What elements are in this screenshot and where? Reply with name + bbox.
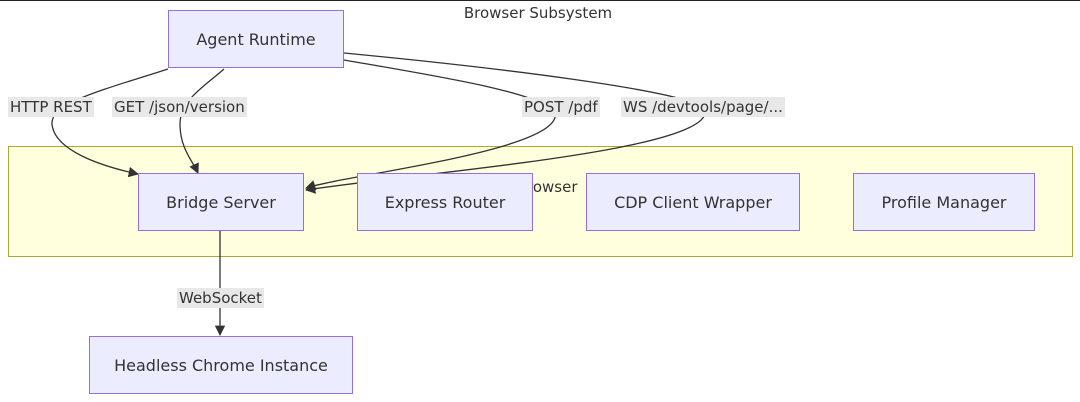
edge-http-rest [51,68,169,178]
browser-subsystem-title: Browser Subsystem [463,4,613,22]
edge-get-json-version [179,68,225,174]
edge-ws-devtools [304,52,706,194]
edge-label-get-json-version: GET /json/version [112,97,247,117]
edge-label-ws-devtools: WS /devtools/page/... [621,97,785,117]
edge-post-pdf [305,59,556,191]
headless-chrome-node: Headless Chrome Instance [89,336,353,394]
bridge-server-label: Bridge Server [166,192,276,212]
agent-runtime-label: Agent Runtime [196,29,316,49]
express-router-label: Express Router [384,192,506,212]
occluded-cluster-label: rowser [527,178,578,196]
bridge-server-node: Bridge Server [138,173,304,231]
profile-manager-node: Profile Manager [853,173,1035,231]
cdp-client-wrapper-label: CDP Client Wrapper [614,192,772,212]
edge-label-post-pdf: POST /pdf [522,97,600,117]
cdp-client-wrapper-node: CDP Client Wrapper [586,173,800,231]
headless-chrome-label: Headless Chrome Instance [114,355,328,375]
edge-label-http-rest: HTTP REST [8,97,94,117]
agent-runtime-node: Agent Runtime [168,10,344,68]
edge-label-websocket: WebSocket [177,288,264,308]
express-router-node: Express Router [357,173,533,231]
profile-manager-label: Profile Manager [881,192,1007,212]
